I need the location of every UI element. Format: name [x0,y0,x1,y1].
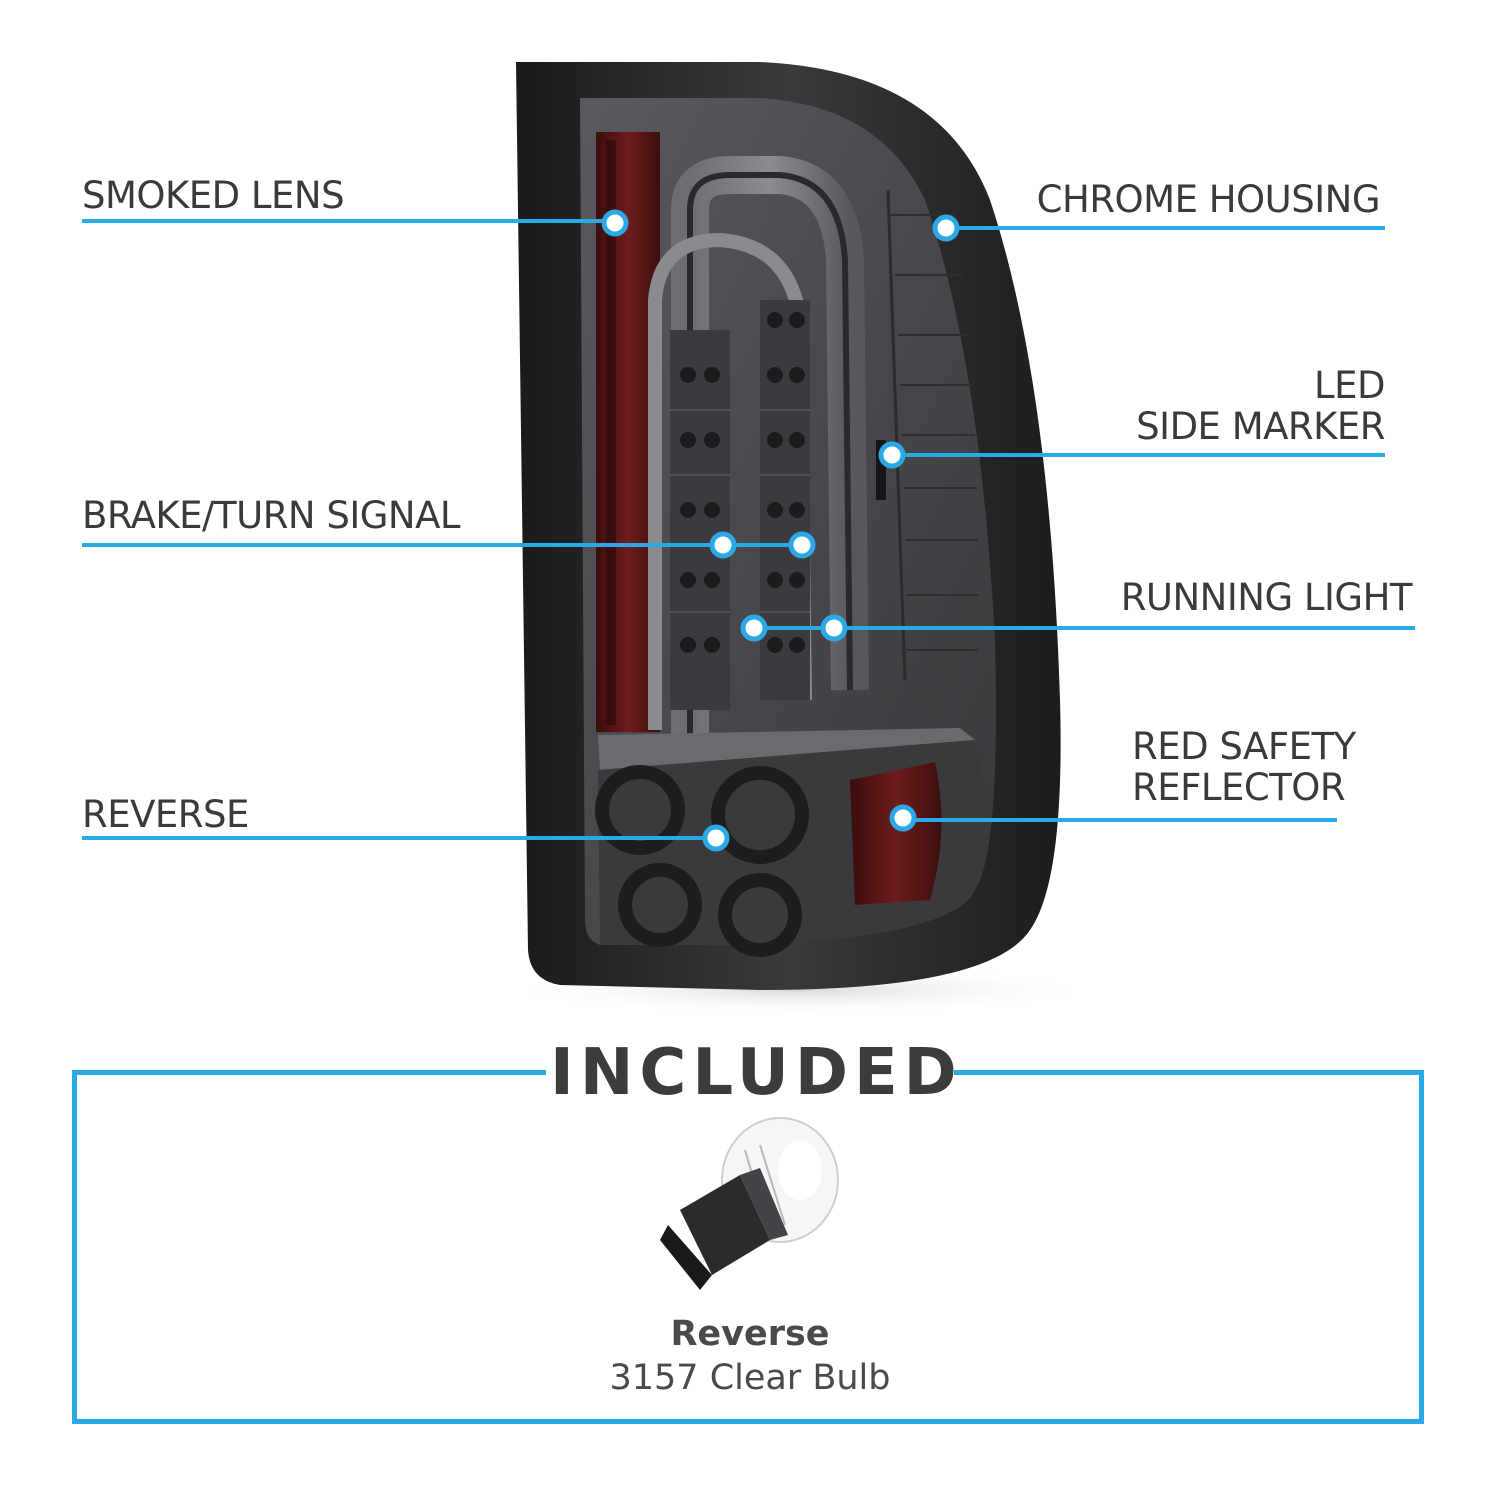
callout-dot-brake-turn-2 [788,531,816,559]
bulb-name: Reverse [670,1314,830,1354]
label-smoked-lens: SMOKED LENS [82,174,345,217]
label-chrome-housing: CHROME HOUSING [1036,178,1381,221]
callout-dot-red-safety-reflector [889,804,917,832]
label-brake-turn: BRAKE/TURN SIGNAL [82,494,461,537]
callout-dot-reverse [702,824,730,852]
included-border-top-right [954,1070,1424,1075]
label-reflector-line2: REFLECTOR [1132,766,1346,809]
label-led-line1: LED [1314,364,1385,407]
side-marker [876,440,886,500]
callout-dot-smoked-lens [601,209,629,237]
led-grid [670,300,810,710]
label-led-line2: SIDE MARKER [1136,405,1385,448]
bulb-description: 3157 Clear Bulb [609,1358,891,1398]
label-reverse: REVERSE [82,793,249,836]
callout-dot-running-light-2 [820,614,848,642]
label-running-light: RUNNING LIGHT [1120,576,1413,619]
included-title: INCLUDED [550,1036,963,1110]
included-border-top-left [72,1070,546,1075]
light-bar-inner [648,232,812,730]
bulb-base [680,1175,770,1275]
callout-dot-brake-turn-1 [709,531,737,559]
callout-dot-running-light-1 [740,614,768,642]
callout-dot-chrome-housing [932,214,960,242]
housing-ribs [890,214,978,651]
red-safety-reflector [850,762,942,905]
reverse-reflector-rings [595,765,809,957]
callout-dot-led-side-marker [878,441,906,469]
label-reflector-line1: RED SAFETY [1132,725,1356,768]
included-box [72,1072,1424,1424]
